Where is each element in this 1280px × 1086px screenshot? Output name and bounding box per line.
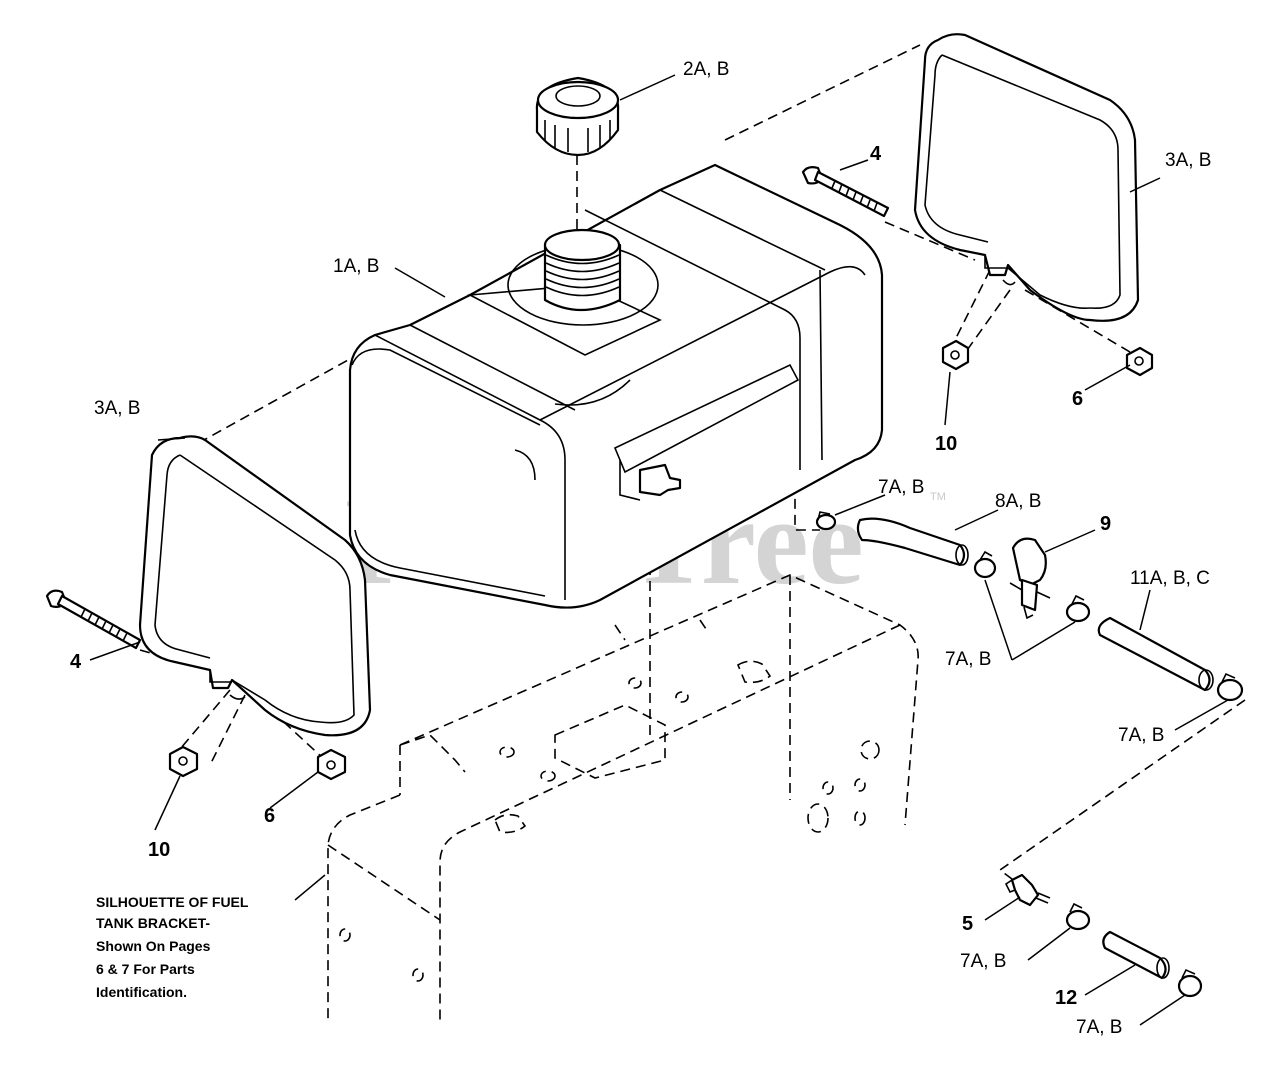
callout-nut-left: 6 <box>264 805 275 827</box>
fuel-hose-11 <box>1097 616 1214 692</box>
callout-bolt-left: 4 <box>70 651 82 673</box>
callout-clamp-mid: 7A, B <box>945 649 991 670</box>
leader-lines <box>89 74 1229 1026</box>
tank-outlet-fitting <box>638 463 682 497</box>
callout-shutoff-valve: 5 <box>962 913 973 935</box>
callout-clamp-outlet: 7A, B <box>878 477 924 498</box>
callout-clamp-right: 7A, B <box>1118 725 1164 746</box>
silhouette-note: SILHOUETTE OF FUEL TANK BRACKET- Shown O… <box>96 894 249 1000</box>
note-line-1: SILHOUETTE OF FUEL <box>96 894 249 910</box>
callout-nut-right: 6 <box>1072 388 1083 410</box>
strap-left <box>138 435 372 737</box>
callout-nut-10-right: 10 <box>935 433 957 455</box>
nut-6-left <box>316 748 347 781</box>
fuel-tank <box>348 163 884 609</box>
shutoff-valve <box>1004 873 1051 907</box>
callout-hose-8: 8A, B <box>995 491 1041 512</box>
fuel-filter <box>1009 537 1051 620</box>
callout-bolt-right: 4 <box>870 143 882 165</box>
callout-hose-12: 12 <box>1055 987 1077 1009</box>
clamp-outlet <box>815 511 837 531</box>
fuel-cap <box>535 76 620 157</box>
tank-bracket-silhouette <box>327 574 919 1020</box>
nut-10-right <box>941 339 970 371</box>
tank-filler-neck <box>507 228 659 326</box>
callout-strap-left: 3A, B <box>94 398 140 419</box>
nut-10-left <box>168 745 199 778</box>
watermark-trademark: TM <box>930 491 946 503</box>
fuel-hose-12 <box>1102 930 1170 980</box>
callout-fuel-tank: 1A, B <box>333 256 379 277</box>
clamp-lower-a <box>1065 902 1091 931</box>
callout-hose-11: 11A, B, C <box>1130 568 1210 589</box>
callout-clamp-lower-a: 7A, B <box>960 951 1006 972</box>
clamp-lower-b <box>1177 968 1203 998</box>
nut-6-right <box>1125 346 1154 377</box>
note-line-2: TANK BRACKET- <box>96 915 210 931</box>
clamp-mid <box>973 550 997 579</box>
note-line-3: Shown On Pages <box>96 938 211 954</box>
clamp-end <box>1216 672 1244 702</box>
callout-nut-10-left: 10 <box>148 839 170 861</box>
note-line-4: 6 & 7 For Parts <box>96 961 195 977</box>
callout-strap-right: 3A, B <box>1165 150 1211 171</box>
strap-right <box>913 33 1140 322</box>
clamp-right <box>1065 594 1091 623</box>
callout-fuel-cap: 2A, B <box>683 59 729 80</box>
fuel-hose-8 <box>856 517 969 567</box>
callout-clamp-lower-b: 7A, B <box>1076 1017 1122 1038</box>
callout-labels: 2A, B 1A, B 3A, B 3A, B 4 4 6 10 6 10 7A… <box>70 59 1211 1038</box>
callout-fuel-filter: 9 <box>1100 513 1111 535</box>
bolt-left <box>45 589 142 650</box>
bolt-right <box>801 166 890 218</box>
note-line-5: Identification. <box>96 984 187 1000</box>
